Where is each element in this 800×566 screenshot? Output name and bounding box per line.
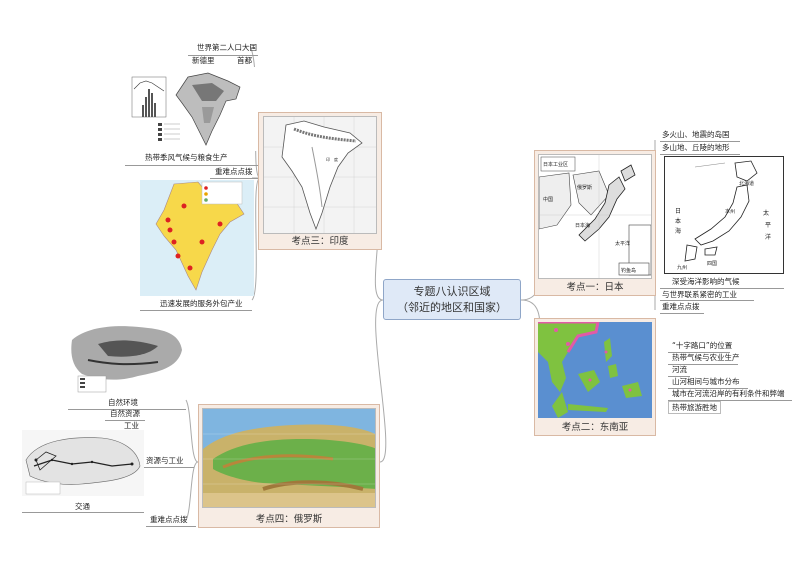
india-label-capital: 首都: [237, 56, 252, 65]
svg-text:日本工业区: 日本工业区: [543, 161, 568, 168]
svg-text:日: 日: [675, 208, 681, 215]
underline: [660, 313, 704, 314]
underline: [22, 512, 144, 513]
svg-text:本州: 本州: [725, 208, 735, 215]
underline: [660, 300, 754, 301]
sea-label-river-cities: 城市在河流沿岸的有利条件和弊端: [672, 389, 785, 398]
svg-text:平: 平: [765, 222, 771, 229]
russia-label-transport: 交通: [75, 502, 90, 511]
underline: [660, 154, 740, 155]
india-label-outsourcing: 迅速发展的服务外包产业: [160, 299, 243, 308]
sea-label-agriculture: 热带气候与农业生产: [672, 353, 740, 362]
svg-text:太: 太: [763, 209, 769, 217]
india-caption: 考点三：印度: [291, 236, 349, 247]
russia-label-industry: 工业: [124, 421, 139, 430]
svg-text:中国: 中国: [543, 196, 553, 203]
india-climate-map: [128, 67, 258, 151]
japan-label-climate: 深受海洋影响的气候: [672, 277, 740, 286]
russia-card[interactable]: 考点四：俄罗斯: [198, 404, 380, 528]
underline: [210, 178, 258, 179]
russia-label-resources: 自然资源: [110, 409, 140, 418]
underline: [188, 55, 258, 56]
japan-caption: 考点一：日本: [566, 282, 624, 293]
japan-label-volcano: 多火山、地震的岛国: [662, 130, 730, 139]
svg-text:北海道: 北海道: [739, 180, 754, 187]
underline: [140, 310, 252, 311]
connector-russia-branch2: [185, 461, 199, 521]
japan-label-key-points: 重难点点拨: [662, 302, 700, 311]
underline: [144, 467, 194, 468]
underline: [105, 420, 145, 421]
svg-text:太平洋: 太平洋: [615, 240, 630, 247]
connector-india-branch3: [251, 177, 261, 301]
sea-label-cities: 山河相间与城市分布: [672, 377, 740, 386]
india-label-monsoon: 热带季风气候与粮食生产: [145, 153, 228, 162]
underline: [668, 400, 792, 401]
underline: [668, 352, 730, 353]
japan-terrain-map: 北海道日本海 太平洋 本州九州 四国: [664, 156, 784, 274]
underline: [68, 409, 186, 410]
underline: [668, 388, 748, 389]
sea-map: [538, 322, 652, 418]
connector-root-russia: [375, 299, 387, 463]
root-subtitle: （邻近的地区和国家）: [397, 301, 507, 314]
russia-caption: 考点四：俄罗斯: [255, 514, 323, 525]
root-title: 专题八认识区域: [413, 285, 491, 298]
svg-text:洋: 洋: [765, 233, 771, 241]
svg-text:钓鱼岛: 钓鱼岛: [621, 267, 636, 274]
japan-label-terrain: 多山地、丘陵的地形: [662, 143, 730, 152]
root-topic[interactable]: 专题八认识区域 （邻近的地区和国家）: [383, 279, 521, 320]
japan-label-industry: 与世界联系紧密的工业: [662, 290, 737, 299]
underline: [668, 364, 738, 365]
connector-russia-branch: [185, 399, 199, 463]
svg-text:海: 海: [675, 227, 681, 235]
russia-nature-map: [68, 320, 184, 396]
russia-label-nature: 自然环境: [108, 398, 138, 407]
sea-card[interactable]: 考点二：东南亚: [534, 318, 656, 436]
sea-caption: 考点二：东南亚: [561, 422, 629, 433]
russia-label-key-points: 重难点点拨: [150, 515, 188, 524]
svg-text:本: 本: [675, 217, 681, 225]
svg-text:度: 度: [334, 156, 338, 162]
india-outsourcing-map: [140, 180, 254, 296]
underline: [660, 288, 784, 289]
russia-terrain-map: [202, 408, 376, 508]
sea-label-tourism: 热带旅游胜地: [668, 401, 721, 414]
svg-text:日本海: 日本海: [575, 222, 590, 229]
japan-industry-map: 日本工业区中国 俄罗斯 日本海太平洋钓鱼岛: [538, 154, 652, 279]
japan-card[interactable]: 日本工业区中国 俄罗斯 日本海太平洋钓鱼岛 考点一：日本: [534, 150, 656, 296]
india-label-new-delhi: 新德里: [192, 56, 215, 65]
india-terrain-map: 印度: [263, 116, 377, 234]
sea-label-rivers: 河流: [672, 365, 687, 374]
underline: [146, 526, 196, 527]
svg-text:印: 印: [326, 156, 330, 162]
svg-text:俄罗斯: 俄罗斯: [577, 184, 592, 191]
russia-transport-map: [22, 430, 144, 496]
sea-label-crossroads: “十字路口”的位置: [672, 341, 733, 350]
india-label-population: 世界第二人口大国: [197, 43, 257, 52]
svg-text:四国: 四国: [707, 261, 717, 267]
underline: [668, 376, 690, 377]
underline: [125, 165, 258, 166]
svg-text:九州: 九州: [677, 264, 687, 271]
russia-label-resources-industry: 资源与工业: [146, 456, 184, 465]
underline: [660, 141, 740, 142]
india-card[interactable]: 印度 考点三：印度: [258, 112, 382, 250]
india-label-key-points: 重难点点拨: [215, 167, 253, 176]
